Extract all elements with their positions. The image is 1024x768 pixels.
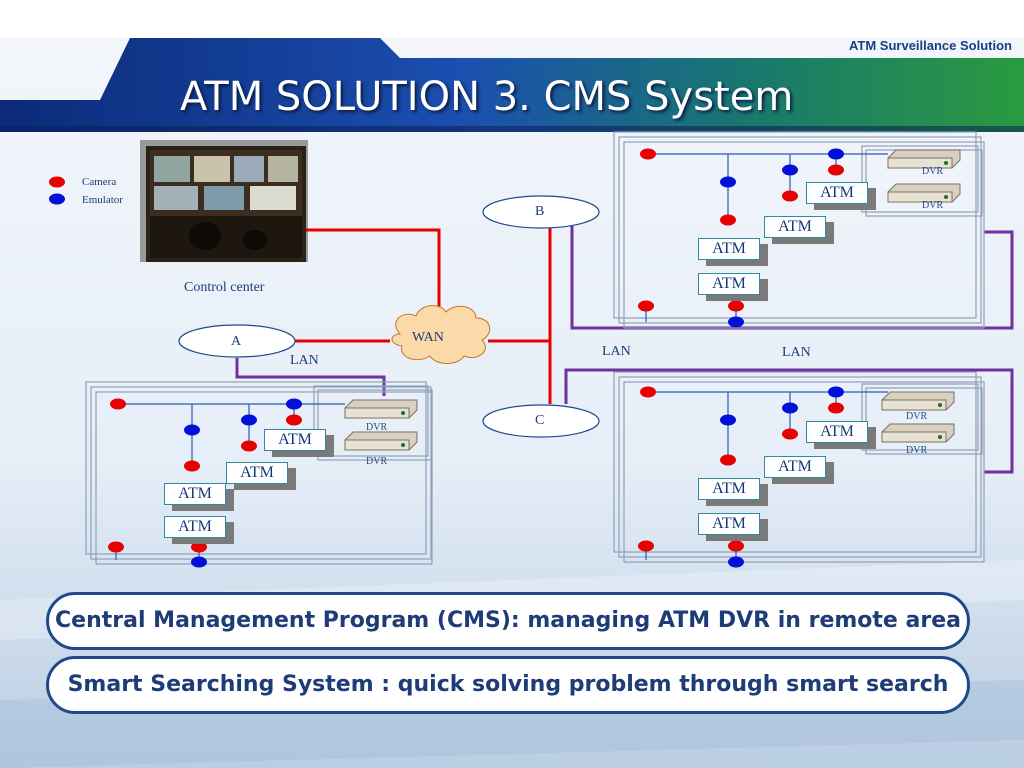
node-b-label: B: [535, 204, 545, 219]
dvr-label: DVR: [366, 456, 388, 467]
wan-label: WAN: [412, 330, 444, 345]
dvr-label: DVR: [906, 411, 928, 422]
page-title: ATM SOLUTION 3. CMS System: [180, 74, 794, 120]
wan-cloud: [391, 305, 491, 364]
smart-search-caption-text: Smart Searching System : quick solving p…: [67, 672, 949, 697]
legend-emulator-label: Emulator: [82, 194, 123, 206]
lan-label-c: LAN: [602, 344, 631, 359]
legend-camera-label: Camera: [82, 176, 117, 188]
dvr-units: [344, 149, 961, 451]
cms-caption-text: Central Management Program (CMS): managi…: [55, 608, 961, 633]
wan-links: [294, 226, 552, 404]
node-a-label: A: [231, 334, 242, 349]
dvr-label: DVR: [922, 200, 944, 211]
dvr-label: DVR: [906, 445, 928, 456]
node-c-label: C: [535, 413, 545, 428]
lan-label-b: LAN: [782, 345, 811, 360]
control-center-label: Control center: [184, 280, 265, 295]
dvr-label: DVR: [922, 166, 944, 177]
lan-label-a: LAN: [290, 353, 319, 368]
control-center-photo: [140, 140, 308, 262]
smart-search-caption: Smart Searching System : quick solving p…: [46, 656, 970, 714]
cms-caption: Central Management Program (CMS): managi…: [46, 592, 970, 650]
brand-label: ATM Surveillance Solution: [848, 38, 1012, 53]
dvr-label: DVR: [366, 422, 388, 433]
